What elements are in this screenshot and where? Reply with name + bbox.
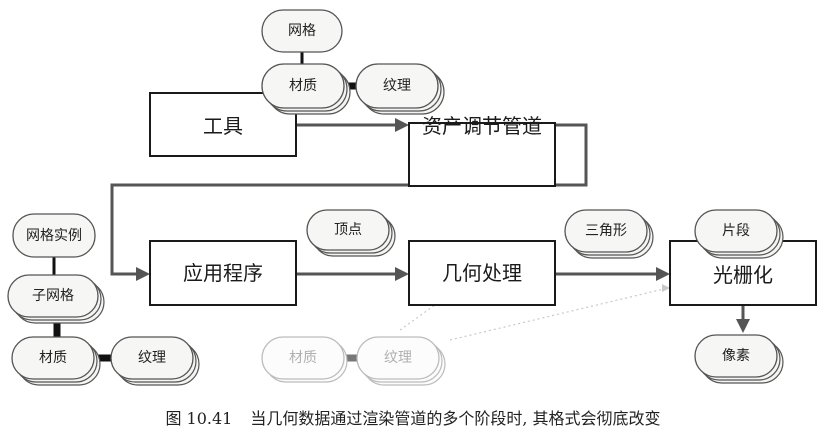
pill-top-material-label: 材质 — [289, 78, 317, 94]
box-geometry-label: 几何处理 — [442, 261, 522, 285]
pill-faded-texture-label: 纹理 — [384, 350, 412, 366]
arrowhead-raster-to-pixels — [736, 319, 750, 333]
pill-triangles-label: 三角形 — [585, 223, 627, 239]
pipeline-diagram: 工具 资产调节管道 应用程序 几何处理 光栅化 网格 材质 纹理 顶点 — [7, 9, 817, 386]
box-application: 应用程序 — [149, 240, 297, 306]
pill-mesh-instance-label: 网格实例 — [26, 228, 82, 244]
pill-pixels: 像素 — [694, 334, 784, 384]
box-geometry: 几何处理 — [408, 240, 556, 306]
box-application-label: 应用程序 — [183, 261, 263, 285]
pill-left-texture: 纹理 — [110, 336, 200, 386]
arrowhead-asset-to-application — [136, 267, 150, 281]
pill-vertices-label: 顶点 — [334, 222, 362, 238]
arrowhead-tools-to-asset — [395, 118, 409, 132]
box-asset-pipeline: 资产调节管道 — [408, 114, 556, 187]
pill-left-texture-label: 纹理 — [138, 350, 166, 366]
dotted-link-to-raster — [449, 287, 669, 341]
pill-left-material: 材质 — [11, 336, 101, 386]
pill-fragments-label: 片段 — [722, 223, 750, 239]
pill-submesh-label: 子网格 — [32, 288, 74, 304]
figure-caption: 图 10.41 当几何数据通过渲染管道的多个阶段时, 其格式会彻底改变 — [0, 405, 826, 429]
arrow-asset-to-application — [110, 123, 588, 276]
arrowhead-faded-raster — [662, 284, 670, 292]
pill-faded-material-label: 材质 — [289, 350, 317, 366]
arrowhead-application-to-geometry — [395, 267, 409, 281]
pill-top-material: 材质 — [261, 63, 351, 115]
caption-text: 当几何数据通过渲染管道的多个阶段时, 其格式会彻底改变 — [250, 409, 661, 428]
pill-top-texture-label: 纹理 — [383, 78, 411, 94]
pill-mesh: 网格 — [261, 9, 343, 53]
pill-pixels-label: 像素 — [722, 348, 750, 364]
pill-left-material-label: 材质 — [39, 350, 67, 366]
pill-mesh-instance: 网格实例 — [12, 213, 96, 258]
pill-mesh-label: 网格 — [288, 23, 316, 39]
pill-triangles: 三角形 — [564, 209, 654, 259]
pill-faded-texture: 纹理 — [356, 336, 446, 386]
box-asset-pipeline-label: 资产调节管道 — [422, 114, 542, 138]
pill-submesh: 子网格 — [7, 274, 105, 324]
box-tools-label: 工具 — [203, 114, 243, 138]
pill-top-texture: 纹理 — [355, 63, 445, 115]
pill-vertices: 顶点 — [306, 209, 396, 257]
box-rasterization-label: 光栅化 — [713, 263, 773, 287]
arrowhead-geometry-to-raster — [656, 267, 670, 281]
figure-number: 图 10.41 — [165, 409, 233, 428]
dotted-link-to-geometry — [399, 304, 436, 331]
pill-faded-material: 材质 — [261, 336, 348, 383]
pill-fragments: 片段 — [694, 209, 784, 259]
